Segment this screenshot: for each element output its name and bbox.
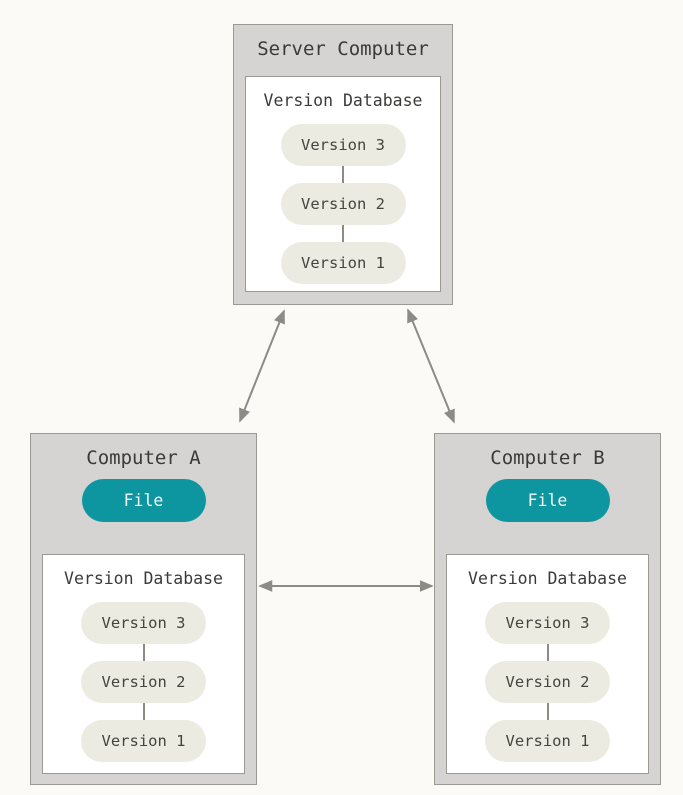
version-link-line: [342, 166, 344, 183]
computer-b-version-database-box: Version Database Version 3 Version 2 Ver…: [446, 554, 649, 774]
version-link-line: [142, 644, 145, 661]
computer-a-version-2-pill: Version 2: [81, 661, 206, 703]
computer-a-box: Computer A File Version Database Version…: [30, 433, 257, 785]
computer-b-version-3-pill: Version 3: [485, 602, 610, 644]
computer-a-version-3-pill: Version 3: [81, 602, 206, 644]
server-version-3-pill: Version 3: [280, 124, 406, 166]
server-version-database-label: Version Database: [263, 91, 423, 110]
computer-a-file-pill: File: [81, 479, 206, 522]
server-version-1-pill: Version 1: [280, 242, 406, 284]
computer-b-version-2-pill: Version 2: [485, 661, 610, 703]
computer-a-version-database-label: Version Database: [64, 569, 223, 588]
computer-a-version-database-box: Version Database Version 3 Version 2 Ver…: [42, 554, 245, 774]
server-version-database-box: Version Database Version 3 Version 2 Ver…: [245, 76, 441, 292]
version-link-line: [546, 703, 549, 720]
computer-b-title: Computer B: [490, 447, 605, 469]
computer-a-title: Computer A: [86, 447, 201, 469]
computer-b-version-1-pill: Version 1: [485, 720, 610, 762]
computer-b-version-database-label: Version Database: [468, 569, 627, 588]
server-version-2-pill: Version 2: [280, 183, 406, 225]
server-computer-b-sync-arrow: [407, 308, 455, 424]
computer-a-version-1-pill: Version 1: [81, 720, 206, 762]
server-computer-box: Server Computer Version Database Version…: [233, 24, 453, 305]
server-computer-title: Server Computer: [257, 38, 429, 60]
version-link-line: [142, 703, 145, 720]
server-computer-a-sync-arrow: [239, 309, 285, 423]
version-link-line: [342, 225, 344, 242]
computer-b-box: Computer B File Version Database Version…: [434, 433, 661, 785]
computer-b-file-pill: File: [485, 479, 610, 522]
version-link-line: [546, 644, 549, 661]
